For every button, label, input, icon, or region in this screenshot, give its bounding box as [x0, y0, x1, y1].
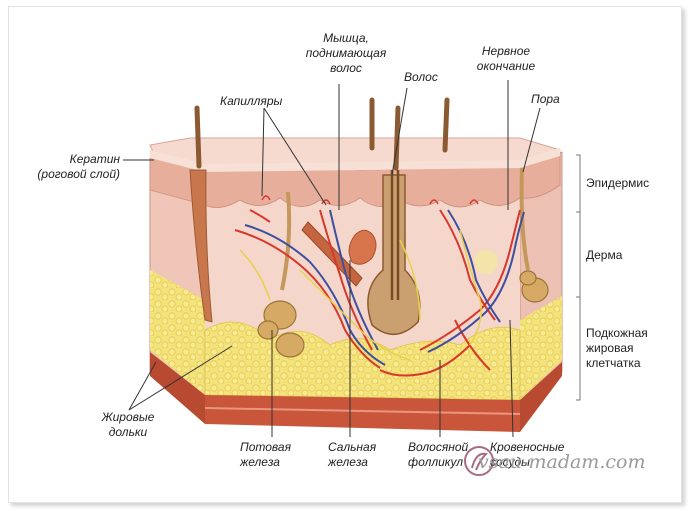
label-sebaceous-line2: железа: [328, 455, 368, 469]
main-hair-follicle: [367, 174, 421, 335]
watermark-logo-icon: [464, 446, 494, 476]
label-hair-follicle: Волосяной фолликул: [408, 440, 468, 470]
label-nerve-ending: Нервное окончание: [468, 44, 544, 74]
label-follicle-line2: фолликул: [408, 455, 464, 469]
label-fat-line2: дольки: [108, 425, 148, 439]
left-face-fat: [150, 270, 205, 395]
label-keratin: Кератин (роговой слой): [30, 152, 120, 182]
label-sweat-line2: железа: [240, 455, 280, 469]
bottom-layer-left: [150, 352, 205, 424]
label-subcutaneous: Подкожная жировая клетчатка: [586, 326, 648, 371]
layer-bracket: [576, 154, 581, 401]
label-vessels-line2: сосуды: [490, 455, 531, 469]
label-subcutaneous-line1: Подкожная: [586, 326, 648, 340]
label-sebaceous-line1: Сальная: [328, 440, 377, 454]
label-fat-lobules: Жировые дольки: [92, 410, 164, 440]
label-sebaceous-gland: Сальная железа: [328, 440, 376, 470]
label-follicle-line1: Волосяной: [408, 440, 469, 454]
label-hair: Волос: [404, 70, 438, 84]
bottom-layer-stripe: [204, 407, 521, 415]
arrector-muscle: [301, 221, 363, 287]
label-arrector-muscle: Мышца, поднимающая волос: [300, 31, 392, 76]
label-capillaries: Капилляры: [220, 94, 283, 108]
label-nerve-line1: Нервное: [481, 44, 531, 58]
label-subcutaneous-line2: жировая: [586, 341, 634, 355]
label-arrector-line3: волос: [330, 61, 362, 75]
nerves: [239, 229, 482, 361]
capillary-loops: [261, 195, 479, 205]
veins: [244, 209, 525, 366]
keratin-layer: [150, 148, 560, 172]
label-keratin-line2: (роговой слой): [37, 167, 120, 181]
label-vessels-line1: Кровеносные: [490, 440, 565, 454]
pore-duct: [519, 167, 530, 271]
hair-root: [390, 170, 400, 300]
label-dermis: Дерма: [586, 248, 623, 262]
sweat-gland-coil: [257, 300, 305, 358]
label-pore: Пора: [531, 92, 560, 106]
label-arrector-line2: поднимающая: [305, 46, 387, 60]
label-subcutaneous-line3: клетчатка: [586, 356, 641, 370]
arteries: [234, 209, 521, 377]
label-fat-line1: Жировые: [101, 410, 155, 424]
sebaceous-gland: [348, 229, 377, 265]
watermark-text: vsau-madam.com: [478, 451, 646, 473]
nerve-ending-corpuscle: [474, 250, 498, 274]
sweat-gland-duct: [280, 191, 292, 291]
left-hair-follicle: [189, 169, 213, 323]
pore-gland-coil: [519, 270, 549, 303]
label-blood-vessels: Кровеносные сосуды: [490, 440, 564, 470]
bottom-layer-right: [520, 362, 562, 432]
leader-lines: [123, 80, 541, 438]
label-arrector-line1: Мышца,: [323, 31, 369, 45]
bottom-layer-front: [205, 395, 520, 432]
label-keratin-line1: Кератин: [69, 152, 120, 166]
hair-shafts: [194, 97, 450, 171]
label-nerve-line2: окончание: [476, 59, 536, 73]
label-sweat-line1: Потовая: [240, 440, 291, 454]
label-sweat-gland: Потовая железа: [240, 440, 291, 470]
right-face-fat: [520, 296, 562, 400]
label-epidermis: Эпидермис: [586, 176, 650, 190]
